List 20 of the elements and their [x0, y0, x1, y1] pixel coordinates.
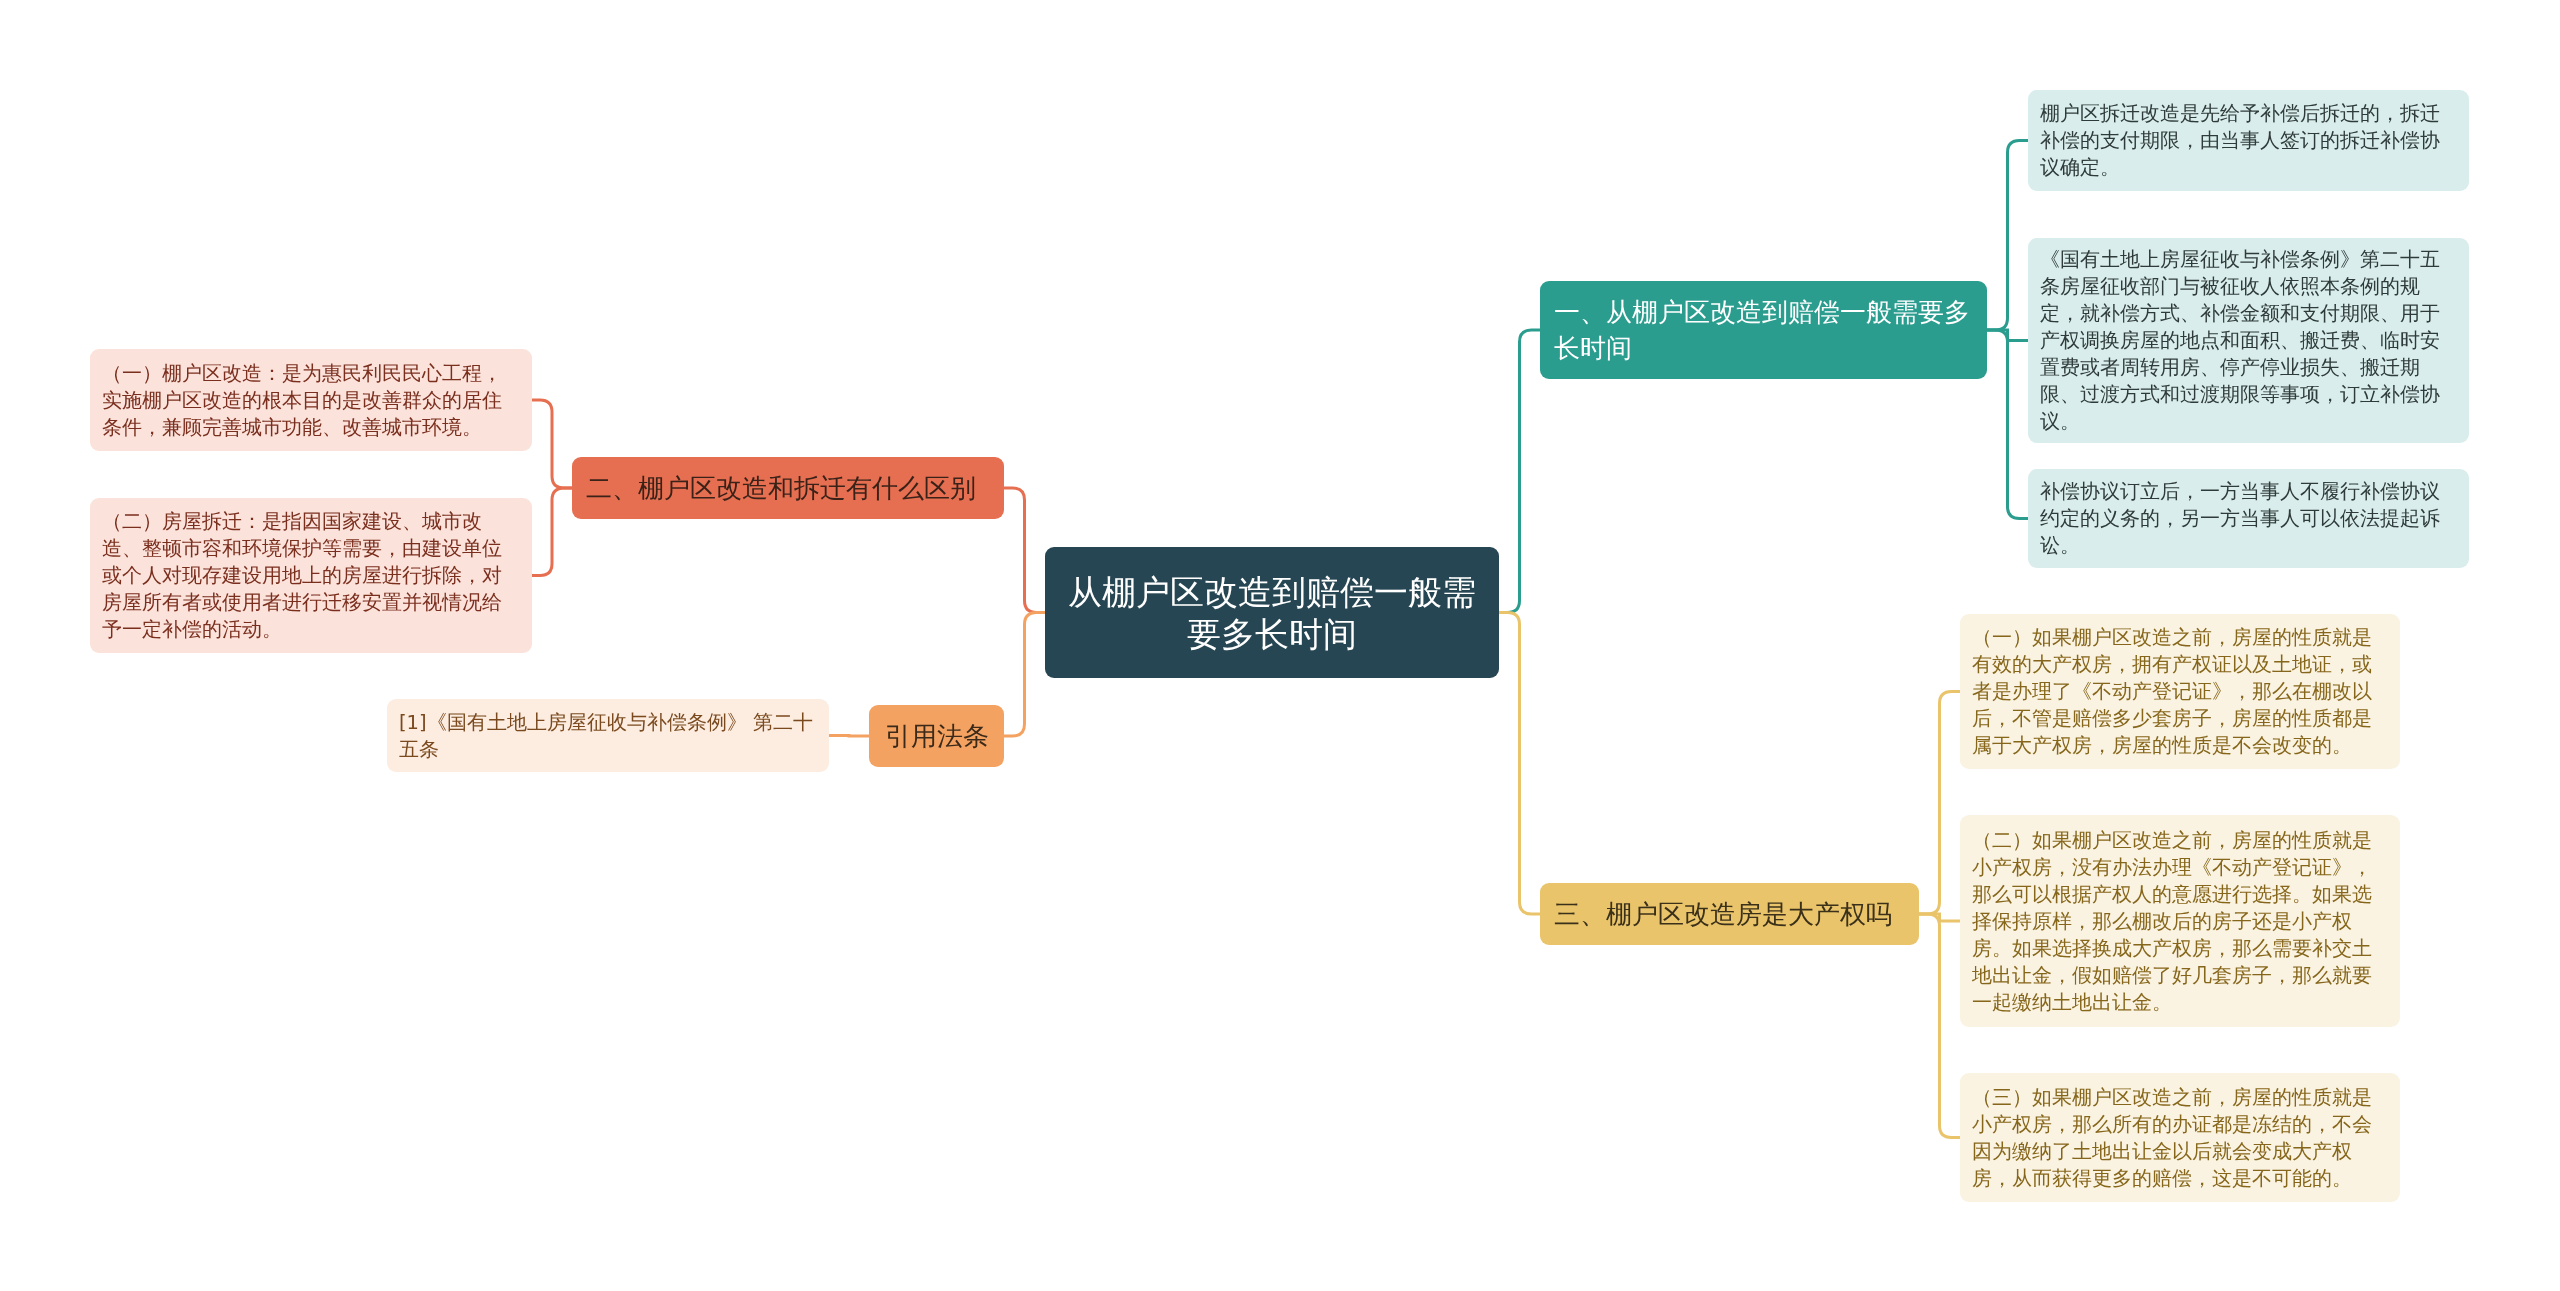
branch-box: 一、从棚户区改造到赔偿一般需要多长时间	[1540, 281, 1987, 379]
note-box: （二）如果棚户区改造之前，房屋的性质就是小产权房，没有办法办理《不动产登记证》，那么可以根据产权人的意愿进行选择。如果选择保持原样，那么棚改后的房子还是小产权房。如果选择换成大产权房，那么需要补交土地出让金，假如赔偿了好几套房子，那么就要一起缴纳土地出让金。	[1960, 815, 2400, 1027]
connector-line	[1987, 328, 2028, 520]
note-box: 补偿协议订立后，一方当事人不履行补偿协议约定的义务的，另一方当事人可以依法提起诉讼。	[2028, 469, 2469, 568]
note-box: （二）房屋拆迁：是指因国家建设、城市改造、整顿市容和环境保护等需要，由建设单位或个人对现存建设用地上的房屋进行拆除，对房屋所有者或使用者进行迁移安置并视情况给予一定补偿的活动。	[90, 498, 532, 653]
connector-line	[829, 734, 869, 738]
connector-line	[1919, 912, 1960, 1139]
topic-box: 从棚户区改造到赔偿一般需要多长时间	[1045, 547, 1499, 678]
connector-line	[1004, 611, 1045, 738]
branch-box: 二、棚户区改造和拆迁有什么区别	[572, 457, 1004, 519]
note-box: [1]《国有土地上房屋征收与补偿条例》 第二十五条	[387, 699, 829, 772]
branch-box: 三、棚户区改造房是大产权吗	[1540, 883, 1919, 945]
note-box: （一）棚户区改造：是为惠民利民民心工程，实施棚户区改造的根本目的是改善群众的居住条件，兼顾完善城市功能、改善城市环境。	[90, 349, 532, 451]
connector-line	[532, 486, 572, 577]
branch-box: 引用法条	[869, 705, 1004, 767]
note-box: 棚户区拆迁改造是先给予补偿后拆迁的，拆迁补偿的支付期限，由当事人签订的拆迁补偿协议确定。	[2028, 90, 2469, 191]
note-box: 《国有土地上房屋征收与补偿条例》第二十五条房屋征收部门与被征收人依照本条例的规定，就补偿方式、补偿金额和支付期限、用于产权调换房屋的地点和面积、搬迁费、临时安置费或者周转用房、停产停业损失、搬迁期限、过渡方式和过渡期限等事项，订立补偿协议。	[2028, 238, 2469, 443]
connector-line	[1499, 611, 1540, 916]
note-box: （三）如果棚户区改造之前，房屋的性质就是小产权房，那么所有的办证都是冻结的，不会因为缴纳了土地出让金以后就会变成大产权房，从而获得更多的赔偿，这是不可能的。	[1960, 1073, 2400, 1202]
note-box: （一）如果棚户区改造之前，房屋的性质就是有效的大产权房，拥有产权证以及土地证，或者是办理了《不动产登记证》，那么在棚改以后，不管是赔偿多少套房子，房屋的性质都是属于大产权房，房屋的性质是不会改变的。	[1960, 614, 2400, 769]
